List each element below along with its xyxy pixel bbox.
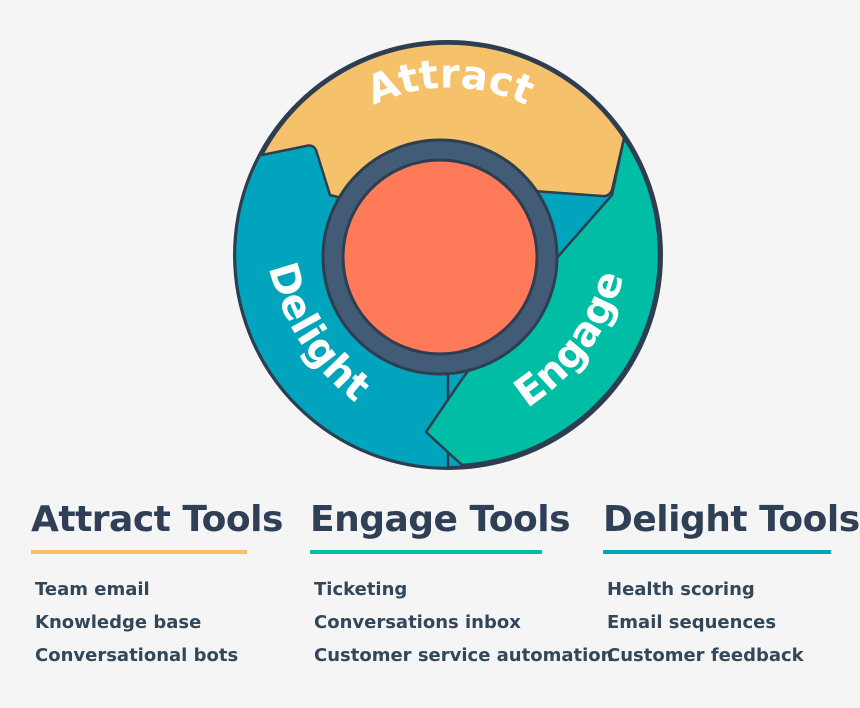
list-item: Health scoring: [607, 579, 755, 600]
delight-tools-title: Delight Tools: [603, 499, 860, 540]
attract-tools-title: Attract Tools: [31, 499, 283, 540]
list-item: Knowledge base: [35, 612, 202, 633]
attract-segment: [260, 42, 626, 210]
list-item: Team email: [35, 579, 150, 600]
attract-tools-column: Attract Tools Team email Knowledge base …: [31, 496, 283, 678]
list-item: Conversational bots: [35, 645, 239, 666]
flywheel-diagram: Attract Engage Delight: [233, 40, 663, 470]
list-item: Email sequences: [607, 612, 777, 633]
delight-tools-underline: [603, 550, 831, 554]
list-item: Ticketing: [314, 579, 408, 600]
delight-tools-column: Delight Tools Health scoring Email seque…: [603, 496, 860, 678]
delight-tools-list: Health scoring Email sequences Customer …: [607, 579, 831, 678]
list-item: Conversations inbox: [314, 612, 521, 633]
engage-tools-title: Engage Tools: [310, 499, 571, 540]
list-item: Customer feedback: [607, 645, 804, 666]
attract-tools-list: Team email Knowledge base Conversational…: [35, 579, 247, 678]
engage-tools-underline: [310, 550, 542, 554]
list-item: Customer service automation: [314, 645, 614, 666]
center-hub: [341, 158, 539, 356]
engage-tools-column: Engage Tools Ticketing Conversations inb…: [310, 496, 614, 678]
engage-tools-list: Ticketing Conversations inbox Customer s…: [314, 579, 614, 678]
attract-tools-underline: [31, 550, 247, 554]
